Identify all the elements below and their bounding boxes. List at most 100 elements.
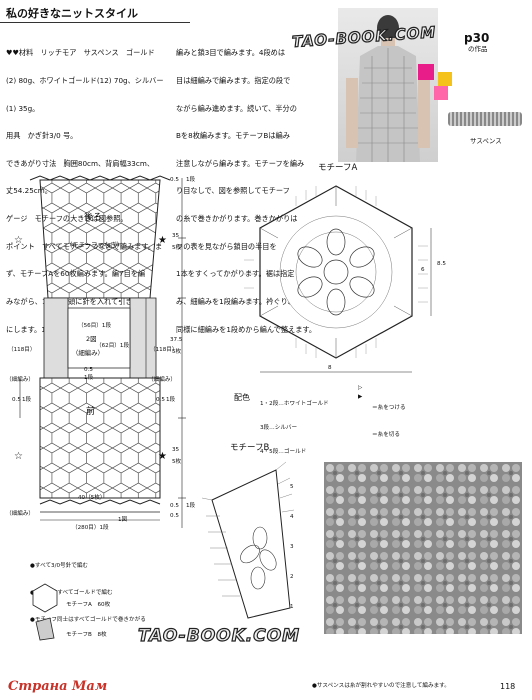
- star-filled-icon: ★: [158, 451, 167, 462]
- dim-h35-top-unit: 5枚: [172, 245, 182, 251]
- symbol-line: ＝糸をつける: [372, 405, 406, 411]
- instr-line: り目なしで、図を参照してモチーフ: [176, 186, 290, 196]
- motif-b-rows: 5 4 3 2 1: [290, 462, 297, 632]
- cut-symbol-icon: ▶: [358, 394, 363, 400]
- model-photo: [338, 8, 438, 162]
- pattern-label: の作品: [468, 45, 488, 53]
- front-label: 前: [86, 407, 96, 417]
- color-line: 3段…シルバー: [260, 425, 298, 431]
- row-number: 2: [290, 574, 294, 580]
- dim-h35-top: 35: [172, 233, 180, 239]
- instr-line: み、細編みを1段編みます。衿ぐり、: [176, 296, 295, 306]
- star-filled-icon: ★: [158, 235, 167, 246]
- fig2-label: 2図: [86, 335, 97, 343]
- footer-note: ●サスペンスは糸が割れやすいので注意して編みます。: [312, 683, 450, 689]
- instr-line: 注意しながら編みます。モチーフを編み: [176, 158, 305, 168]
- star-outline-icon: ☆: [14, 451, 23, 462]
- bottom-left-label: （細編み）: [6, 511, 34, 517]
- dim-left-side: （118目）: [8, 347, 36, 353]
- symbol-legend: ＝糸をつける ＝糸を切る: [372, 386, 406, 458]
- dim-left-half: 0.5: [12, 397, 21, 403]
- instr-line: 編みと鎖3目で編みます。4段めは: [176, 48, 286, 58]
- fig2-sub-label: （細編み）: [72, 349, 104, 357]
- row-number: 1: [290, 604, 294, 610]
- dim-hem-row: 0.5: [170, 513, 179, 519]
- motif-a-title: モチーフA: [318, 163, 358, 173]
- instr-line: できあがり寸法 胸囲80cm、背肩幅33cm、: [6, 158, 155, 168]
- instr-line: 丈54.25cm。: [6, 186, 52, 196]
- instr-line: フの表を見ながら鎖目の半目を: [176, 241, 277, 251]
- row-number: 3: [290, 544, 294, 550]
- yarn-swatch: [448, 112, 522, 126]
- color-legend-title: 配色: [234, 393, 250, 402]
- instr-line: 用具 かぎ針3/0 号。: [6, 131, 78, 141]
- legend-line: ●細編みはすべてゴールドで編む: [30, 590, 113, 596]
- dim-h35-bottom: 35: [172, 447, 180, 453]
- garment-schematic: [19, 175, 186, 528]
- dim-top-row: 0.5: [170, 177, 179, 183]
- motif-a-chart: [244, 185, 432, 373]
- fig1-label: 1図: [118, 517, 128, 523]
- star-outline-icon: ☆: [14, 235, 23, 246]
- knit-texture-photo: [324, 462, 522, 634]
- dim-fig-row-unit: 1段: [84, 375, 94, 381]
- side-left-label: （細編み）: [6, 377, 34, 383]
- instructions-col2: 編みと鎖3目で編みます。4段めは 目は細編みで編みます。指定の段で ながら編み進…: [176, 30, 316, 352]
- brand-logo: Страна Мам: [8, 679, 108, 694]
- dim-h37-5: 37.5: [170, 337, 183, 343]
- motif-a-side: 6: [421, 267, 425, 273]
- color-line: 1・2段…ホワイトゴールド: [260, 401, 329, 407]
- instr-line: みながら、1目めの頭に針を入れて引き抜きわ: [6, 296, 155, 306]
- dim-neck-height: （62目）1段: [96, 343, 130, 349]
- instr-line: ながら編み進めます。続いて、半分の: [176, 103, 297, 113]
- back-sub-label: （モチーフつなぎ）: [66, 241, 124, 249]
- symbol-line: ＝糸を切る: [372, 432, 400, 438]
- instr-line: 1本をすくってかがります。裾は指定: [176, 269, 295, 279]
- dim-bottom-row-unit: 1段: [186, 503, 196, 509]
- dim-right-half: 0.5: [156, 397, 165, 403]
- color-line: 4・5段…ゴールド: [260, 449, 307, 455]
- side-right-label: （細編み）: [148, 377, 176, 383]
- color-legend: 1・2段…ホワイトゴールド 3段…シルバー 4・5段…ゴールド: [260, 384, 329, 472]
- dim-hem-stitches: （280目）1段: [72, 525, 109, 531]
- dim-h37-5-unit: 5枚: [172, 349, 182, 355]
- back-label: 後ろ: [84, 213, 103, 223]
- legend-line: ●すべて3/0号針で編む: [30, 563, 89, 569]
- pattern-number: p30: [464, 31, 490, 45]
- page-title: 私の好きなニットスタイル: [6, 7, 138, 20]
- watermark-bottom: TAO-BOOK.COM: [137, 626, 301, 646]
- dim-h35-bottom-unit: 5枚: [172, 459, 182, 465]
- dim-hem-width: 40（5枚）: [78, 495, 106, 501]
- pattern-number-badge: [448, 24, 482, 58]
- motif-legend-shapes: [32, 583, 58, 641]
- motif-a-height: 8.5: [437, 261, 446, 267]
- motif-b-title: モチーフB: [230, 443, 270, 453]
- motif-a-width: 8: [328, 365, 332, 371]
- legend-motif-a: モチーフA 60枚: [66, 602, 111, 608]
- page-number: 118: [500, 682, 516, 691]
- join-symbol-icon: ▷: [358, 385, 363, 391]
- dim-left-half-unit: 1段: [22, 397, 32, 403]
- dim-top-row-unit: 1段: [186, 177, 196, 183]
- instr-line: の糸で巻きかがります。巻きかがりは: [176, 214, 298, 224]
- dim-right-side: （118目）: [150, 347, 178, 353]
- photo-caption: サスペンス: [470, 137, 502, 145]
- row-number: 4: [290, 514, 294, 520]
- legend-notes: ●すべて3/0号針で編む ●細編みはすべてゴールドで編む ●モチーフ同士はすべて…: [30, 544, 146, 643]
- instr-line: 同様に細編みを1段めから編んで整えます。: [176, 324, 317, 334]
- legend-line: ●モチーフ同士はすべてゴールドで巻きかがる: [30, 617, 146, 623]
- dim-fig-row: 0.5: [84, 367, 93, 373]
- model-silhouette: [346, 15, 430, 162]
- cube-decoration-icon: [418, 64, 452, 100]
- motif-b-chart: [201, 461, 295, 619]
- row-number: 5: [290, 484, 294, 490]
- instr-line: (2) 80g、ホワイトゴールド(12) 70g、シルバー: [6, 76, 164, 86]
- title-underline: [0, 22, 190, 23]
- dim-neck-width: （56目）1段: [78, 323, 112, 329]
- legend-motif-b: モチーフB 8枚: [66, 632, 107, 638]
- instr-line: ♥♥材料 リッチモア サスペンス ゴールド: [6, 48, 155, 58]
- dim-right-half-unit: 1段: [166, 397, 176, 403]
- dim-bottom-row: 0.5: [170, 503, 179, 509]
- instr-line: (1) 35g。: [6, 103, 40, 113]
